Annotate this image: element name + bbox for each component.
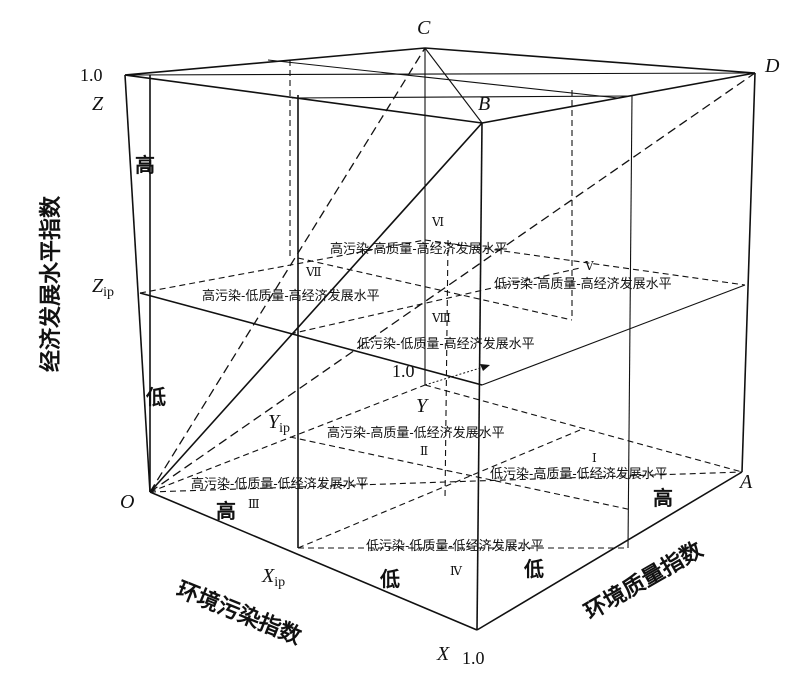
- bottom-o-a: [149, 471, 743, 493]
- zip-front-right: [481, 284, 746, 386]
- zip-plane: [139, 239, 746, 386]
- region-2-roman: Ⅱ: [420, 444, 428, 458]
- tick-x-ip: Xip: [261, 565, 285, 590]
- y-high-label: 高: [653, 486, 673, 510]
- y-arrow-line: [424, 364, 491, 386]
- top-face-lines: [124, 47, 756, 385]
- diagonal-o-c: [149, 47, 426, 493]
- top-diagonal-2: [424, 47, 483, 124]
- top-edge-front-right: [481, 72, 756, 124]
- y-axis-arrow: [424, 364, 491, 386]
- bottom-y-a: [424, 384, 743, 473]
- bottom-edge-x-a: [476, 471, 743, 631]
- tick-y-ip-sub: ip: [279, 421, 290, 436]
- point-x: X: [436, 643, 450, 665]
- tick-z-ip-letter: Z: [92, 275, 104, 297]
- region-7-roman: Ⅶ: [305, 265, 322, 279]
- edge-b-x: [476, 122, 483, 631]
- point-b: B: [478, 93, 490, 115]
- tick-x-one: 1.0: [462, 648, 485, 668]
- region-3-roman: Ⅲ: [248, 497, 260, 511]
- x-axis-title: 环境污染指数: [173, 576, 306, 649]
- region-4-label: 低污染-低质量-低经济发展水平: [366, 538, 544, 553]
- y-low-label: 低: [523, 557, 544, 581]
- left-z-axis: [124, 74, 151, 493]
- tick-x-ip-sub: ip: [274, 575, 285, 590]
- tick-y-ip: Yip: [268, 411, 290, 436]
- region-6-roman: Ⅵ: [431, 215, 444, 229]
- tick-z-ip: Zip: [92, 275, 114, 300]
- long-diagonals: [149, 47, 756, 493]
- tick-z-ip-sub: ip: [103, 285, 114, 300]
- tick-y-ip-letter: Y: [268, 411, 281, 433]
- x-high-label: 高: [216, 499, 236, 523]
- top-diagonal-1: [124, 72, 756, 76]
- region-1-roman: Ⅰ: [592, 451, 597, 465]
- region-8-roman: Ⅷ: [431, 311, 451, 325]
- z-high-label: 高: [135, 153, 155, 177]
- top-midline-2: [267, 59, 619, 99]
- bottom-mid-2: [289, 436, 633, 511]
- point-a: A: [738, 471, 753, 493]
- zip-mid-1: [297, 257, 573, 321]
- y-axis-title: 环境质量指数: [580, 536, 708, 624]
- bottom-mid-1: [297, 429, 581, 549]
- diagonal-o-b: [149, 122, 483, 493]
- level-labels: 高 低 高 低 低 高: [135, 153, 673, 591]
- zip-back-left: [139, 239, 426, 294]
- point-o: O: [120, 491, 134, 513]
- z-axis-title: 经济发展水平指数: [38, 195, 63, 372]
- region-1-label: 低污染-高质量-低经济发展水平: [490, 466, 668, 481]
- region-7-label: 高污染-低质量-高经济发展水平: [202, 288, 380, 303]
- bottom-plane: [149, 384, 743, 549]
- top-midline-1: [291, 95, 633, 99]
- region-5-label: 低污染-高质量-高经济发展水平: [494, 276, 672, 291]
- divider-yip-right: [627, 95, 633, 549]
- region-3-label: 高污染-低质量-低经济发展水平: [191, 476, 369, 491]
- zip-back-right: [424, 239, 746, 286]
- region-8-label: 低污染-低质量-高经济发展水平: [357, 336, 535, 351]
- edge-d-a: [741, 72, 756, 473]
- top-edge-back-left: [124, 47, 426, 76]
- y-arrow-head: [480, 364, 490, 371]
- point-labels: C D B O A X Y Z: [92, 17, 780, 665]
- point-c: C: [417, 17, 431, 39]
- top-edge-back-right: [424, 47, 756, 74]
- region-labels: Ⅰ 低污染-高质量-低经济发展水平 Ⅱ 高污染-高质量-低经济发展水平 Ⅲ 高污…: [191, 215, 672, 578]
- tick-labels: 1.0 1.0 1.0 Zip Yip Xip: [80, 65, 485, 668]
- x-low-label: 低: [379, 567, 400, 591]
- region-2-label: 高污染-高质量-低经济发展水平: [327, 425, 505, 440]
- tick-x-ip-letter: X: [261, 565, 275, 587]
- zip-front-left: [139, 292, 483, 386]
- region-5-roman: Ⅴ: [584, 259, 594, 273]
- point-d: D: [764, 55, 780, 77]
- bottom-o-y: [149, 384, 426, 493]
- vertical-dividers: [289, 60, 633, 549]
- divider-center: [444, 239, 449, 501]
- diagonal-o-d: [149, 72, 756, 493]
- bottom-edge-o-x: [149, 491, 478, 631]
- axis-titles: 经济发展水平指数 环境污染指数 环境质量指数: [38, 195, 708, 649]
- region-4-roman: Ⅳ: [450, 564, 463, 578]
- point-z: Z: [92, 93, 104, 115]
- top-edge-front-left: [124, 74, 483, 124]
- cube-solid-edges: [124, 47, 756, 631]
- point-y: Y: [416, 395, 429, 417]
- tick-z-one: 1.0: [80, 65, 103, 85]
- z-low-label: 低: [145, 385, 166, 409]
- tick-y-one: 1.0: [392, 361, 415, 381]
- region-6-label: 高污染-高质量-高经济发展水平: [330, 241, 508, 256]
